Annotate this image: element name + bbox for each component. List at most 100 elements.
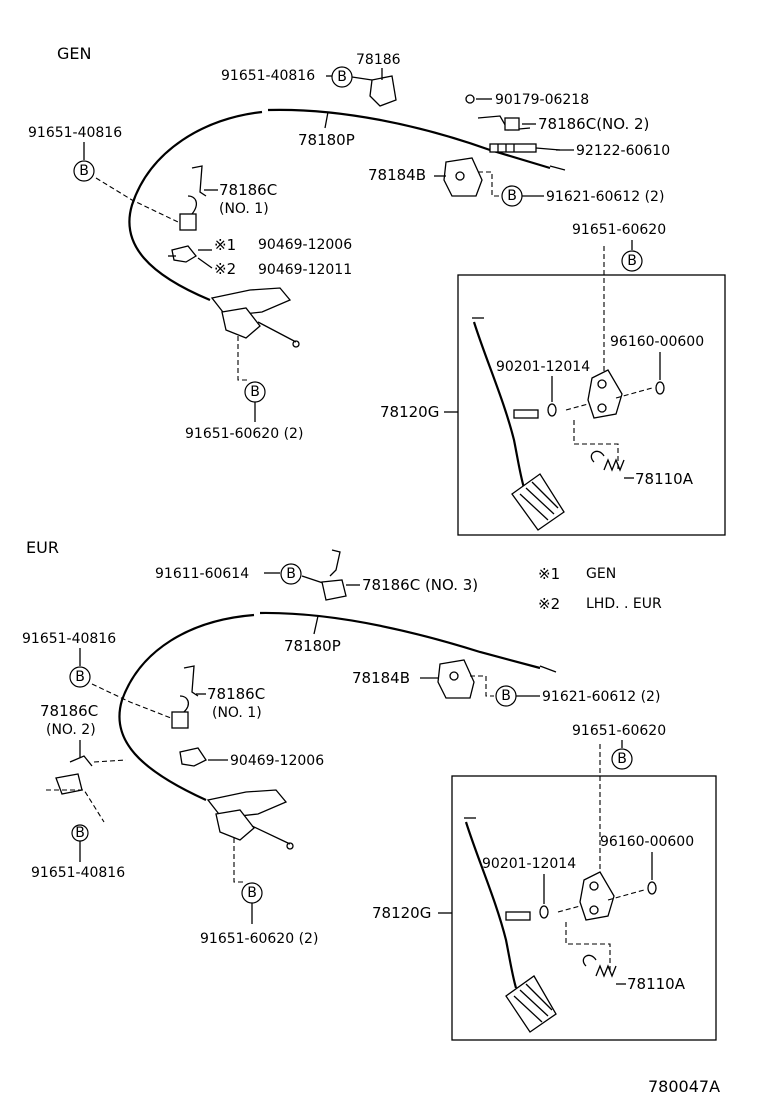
- gen-clip-96160: [655, 381, 665, 395]
- leader-dashed: [478, 171, 500, 197]
- eur-cable-upper: [259, 611, 541, 670]
- eur-spring-78110A: [582, 954, 617, 978]
- label-90179-06218: 90179-06218: [495, 92, 589, 108]
- svg-text:B: B: [286, 566, 296, 582]
- leader-dashed: [565, 922, 611, 970]
- gen-bracket-78184B: [443, 157, 483, 197]
- gen-clip-78186C-no1: [179, 165, 207, 231]
- eur-cable-78180P: [118, 613, 255, 802]
- leader: [351, 76, 373, 81]
- label-91611-60614: 91611-60614: [155, 566, 249, 582]
- gen-clip-78186C-no2: [477, 115, 531, 131]
- svg-text:B: B: [79, 163, 89, 179]
- svg-text:B: B: [507, 188, 517, 204]
- label-no2-eur: (NO. 2): [46, 722, 96, 738]
- gen-cable-78180P: [128, 110, 263, 302]
- label-78180P-eur: 78180P: [284, 637, 341, 655]
- label-no1-gen: (NO. 1): [219, 201, 269, 217]
- leader: [324, 111, 329, 129]
- eur-pedal-78120G: [464, 817, 557, 1033]
- gen-clip-90469: [168, 245, 197, 263]
- label-78120G-eur: 78120G: [372, 904, 431, 922]
- leader-dashed: [233, 838, 244, 883]
- label-91651-60620-box-eur: 91651-60620: [572, 723, 666, 739]
- label-91651-40816-left: 91651-40816: [28, 125, 122, 141]
- label-78184B-eur: 78184B: [352, 669, 410, 687]
- label-78186C-gen: 78186C: [219, 181, 277, 199]
- svg-text:B: B: [627, 253, 637, 269]
- bolt-symbol-icon: B: [495, 685, 517, 707]
- eur-clip-78186C-no1: [171, 665, 199, 729]
- note-mark-1: ※1: [214, 236, 236, 254]
- gen-lever-bracket: [210, 287, 300, 348]
- eur-bracket-78184B: [437, 659, 475, 699]
- label-78186C-eur-no1: 78186C: [207, 685, 265, 703]
- eur-pedal-box: [451, 775, 717, 1041]
- note-2-mark: ※2: [538, 595, 560, 613]
- section-label-gen: GEN: [57, 44, 91, 63]
- bolt-symbol-icon: B: [621, 250, 643, 272]
- leader-dashed: [93, 759, 127, 763]
- label-no1-eur: (NO. 1): [212, 705, 262, 721]
- label-91651-60620-box-gen: 91651-60620: [572, 222, 666, 238]
- leader-dashed: [91, 683, 177, 721]
- bolt-symbol-icon: B: [71, 824, 89, 842]
- gen-washer: [547, 403, 557, 417]
- bolt-symbol-icon: B: [501, 185, 523, 207]
- label-90469-12006-gen: 90469-12006: [258, 237, 352, 253]
- bolt-symbol-icon: B: [244, 381, 266, 403]
- bolt-symbol-icon: B: [73, 160, 95, 182]
- svg-text:B: B: [75, 669, 85, 685]
- leader-dashed: [557, 889, 645, 913]
- label-91651-60620-2-eur: 91651-60620 (2): [200, 931, 318, 947]
- svg-text:B: B: [247, 885, 257, 901]
- eur-clip-90469: [179, 747, 207, 767]
- eur-bracket-96160: [579, 871, 615, 921]
- gen-pedal-78120G: [472, 317, 565, 531]
- label-78186C-eur-no2: 78186C: [40, 702, 98, 720]
- label-90201-12014-gen: 90201-12014: [496, 359, 590, 375]
- leader-dashed: [565, 387, 653, 411]
- label-78110A-eur: 78110A: [627, 975, 686, 993]
- eur-clip-78186C-no2: [55, 755, 93, 795]
- eur-washer: [539, 905, 549, 919]
- note-1-mark: ※1: [538, 565, 560, 583]
- label-78110A-gen: 78110A: [635, 470, 694, 488]
- gen-spring-78110A: [590, 450, 625, 472]
- note-1-text: GEN: [586, 566, 616, 582]
- note-2-text: LHD. . EUR: [586, 596, 662, 612]
- label-78186C-no3: 78186C (NO. 3): [362, 576, 478, 594]
- label-92122-60610: 92122-60610: [576, 143, 670, 159]
- eur-cable-end: [539, 665, 557, 673]
- label-91651-40816-a: 91651-40816: [22, 631, 116, 647]
- gen-cable-end: [549, 165, 566, 171]
- leader-dashed: [470, 675, 494, 697]
- leader: [197, 257, 213, 269]
- leader-dashed: [237, 336, 250, 381]
- gen-bracket-78186: [369, 68, 397, 107]
- label-91651-40816-b: 91651-40816: [31, 865, 125, 881]
- label-96160-00600-gen: 96160-00600: [610, 334, 704, 350]
- bolt-symbol-icon: B: [69, 666, 91, 688]
- leader: [313, 615, 319, 635]
- note-mark-2: ※2: [214, 260, 236, 278]
- eur-lever-bracket: [206, 789, 294, 850]
- label-78180P-gen: 78180P: [298, 131, 355, 149]
- svg-text:B: B: [250, 384, 260, 400]
- label-91621-60612-eur: 91621-60612 (2): [542, 689, 660, 705]
- label-78184B-gen: 78184B: [368, 166, 426, 184]
- figure-code: 780047A: [648, 1077, 720, 1096]
- leader-dashed: [573, 420, 619, 470]
- section-label-eur: EUR: [26, 538, 59, 557]
- label-90201-12014-eur: 90201-12014: [482, 856, 576, 872]
- label-78186C-no2: 78186C(NO. 2): [538, 115, 649, 133]
- bolt-symbol-icon: B: [280, 563, 302, 585]
- bolt-symbol-icon: B: [611, 748, 633, 770]
- svg-text:B: B: [617, 751, 627, 767]
- label-91651-40816-top: 91651-40816: [221, 68, 315, 84]
- gen-bracket-96160: [587, 369, 623, 419]
- eur-clip-96160: [647, 881, 657, 895]
- label-78120G-gen: 78120G: [380, 403, 439, 421]
- leader-dashed: [95, 177, 179, 223]
